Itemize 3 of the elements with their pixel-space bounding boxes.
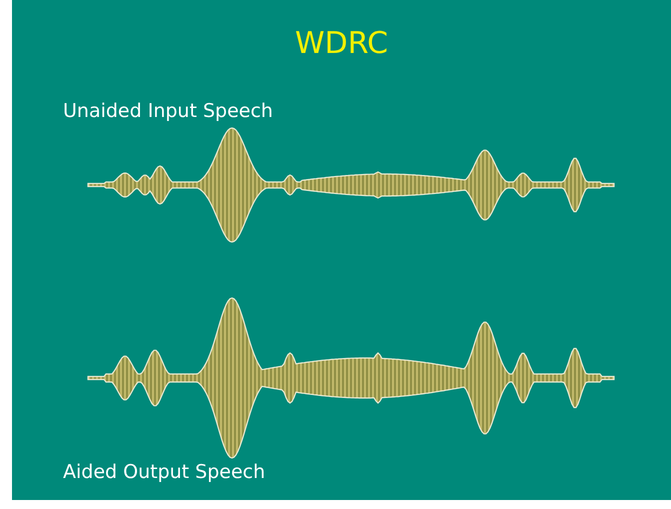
waveform-label: Unaided Input Speech bbox=[63, 100, 273, 122]
waveform-label: Aided Output Speech bbox=[63, 461, 266, 483]
title: WDRC bbox=[294, 26, 390, 61]
